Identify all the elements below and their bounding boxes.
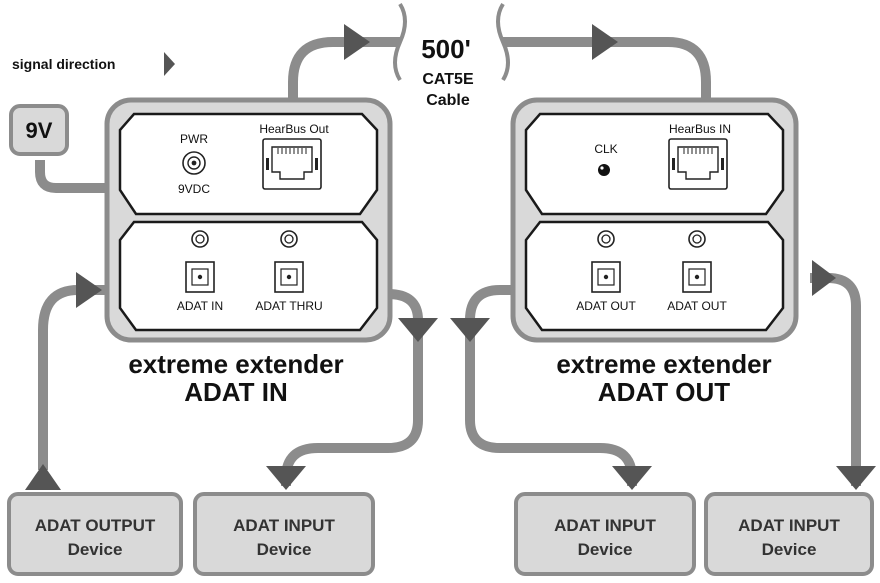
optical-port-adat-in-icon [185, 261, 215, 293]
out-left-down-arrow-icon [450, 318, 490, 342]
out-right-cable [810, 273, 861, 486]
pwr-label: PWR [180, 132, 208, 146]
input-arrow-icon [76, 272, 102, 308]
cat5e-cable-right [503, 37, 711, 104]
power-cable [35, 160, 112, 193]
hearbus-in-label: HearBus IN [669, 122, 731, 136]
out-left-cable [465, 285, 637, 486]
legend-arrow-icon [164, 52, 175, 76]
device-1-line2: Device [68, 540, 123, 559]
cable-length-label: 500' [421, 34, 471, 64]
device-4-line2: Device [762, 540, 817, 559]
optical-port-adat-out-2-icon [682, 261, 712, 293]
rj45-port-icon [262, 138, 322, 190]
in-unit-title-line2: ADAT IN [184, 377, 288, 407]
cable-break-left-icon [393, 2, 407, 82]
indicator-light-2-icon [280, 230, 298, 248]
adat-out-port-2-label: ADAT OUT [667, 299, 727, 313]
input-device-arrow-1-icon [266, 466, 306, 490]
indicator-light-4-icon [688, 230, 706, 248]
adat-out-unit: CLK HearBus IN [510, 97, 799, 343]
device-box-adat-input-3: ADAT INPUT Device [704, 492, 874, 576]
clk-label: CLK [594, 142, 617, 156]
device-1-line1: ADAT OUTPUT [35, 516, 156, 535]
pwr-rating-label: 9VDC [178, 182, 210, 196]
cable-label: 500' CAT5E Cable [393, 2, 510, 109]
adat-in-port-label: ADAT IN [177, 299, 223, 313]
power-badge: 9V [9, 104, 69, 156]
in-bottom-panel [118, 220, 379, 332]
out-right-arrow-icon [812, 260, 836, 296]
cable-type-label: CAT5E [422, 71, 474, 88]
device-box-adat-input-2: ADAT INPUT Device [514, 492, 696, 576]
adat-in-unit: PWR 9VDC HearBus Out [104, 97, 393, 343]
optical-port-adat-thru-icon [274, 261, 304, 293]
signal-direction-label: signal direction [12, 56, 115, 72]
indicator-light-3-icon [597, 230, 615, 248]
cable-word-label: Cable [426, 92, 470, 109]
adat-thru-port-label: ADAT THRU [255, 299, 322, 313]
power-badge-label: 9V [26, 118, 53, 143]
cable-break-right-icon [496, 2, 510, 82]
optical-port-adat-out-1-icon [591, 261, 621, 293]
arrows [25, 24, 876, 490]
out-unit-title-line1: extreme extender [556, 349, 771, 379]
in-top-panel [118, 112, 379, 216]
device-box-adat-output: ADAT OUTPUT Device [7, 492, 183, 576]
out-top-panel [524, 112, 785, 216]
input-device-arrow-2-icon [612, 466, 652, 490]
rj45-port-icon [668, 138, 728, 190]
device-2-line1: ADAT INPUT [233, 516, 335, 535]
out-unit-title-line2: ADAT OUT [598, 377, 731, 407]
thru-to-input-cable [281, 289, 423, 486]
input-device-arrow-3-icon [836, 466, 876, 490]
device-box-adat-input-1: ADAT INPUT Device [193, 492, 375, 576]
clk-led-icon [598, 164, 610, 176]
cat5e-cable-left [288, 37, 400, 104]
adat-out-port-1-label: ADAT OUT [576, 299, 636, 313]
adat-output-to-in-cable [38, 285, 112, 470]
indicator-light-1-icon [191, 230, 209, 248]
out-bottom-panel [524, 220, 785, 332]
in-unit-title-line1: extreme extender [128, 349, 343, 379]
power-jack-icon [182, 151, 206, 175]
thru-down-arrow-icon [398, 318, 438, 342]
device-3-line2: Device [578, 540, 633, 559]
cable-arrow-right-icon [592, 24, 618, 60]
cable-arrow-left-icon [344, 24, 370, 60]
device-3-line1: ADAT INPUT [554, 516, 656, 535]
hearbus-out-label: HearBus Out [259, 122, 329, 136]
device-2-line2: Device [257, 540, 312, 559]
device-4-line1: ADAT INPUT [738, 516, 840, 535]
output-device-arrow-icon [25, 464, 61, 490]
